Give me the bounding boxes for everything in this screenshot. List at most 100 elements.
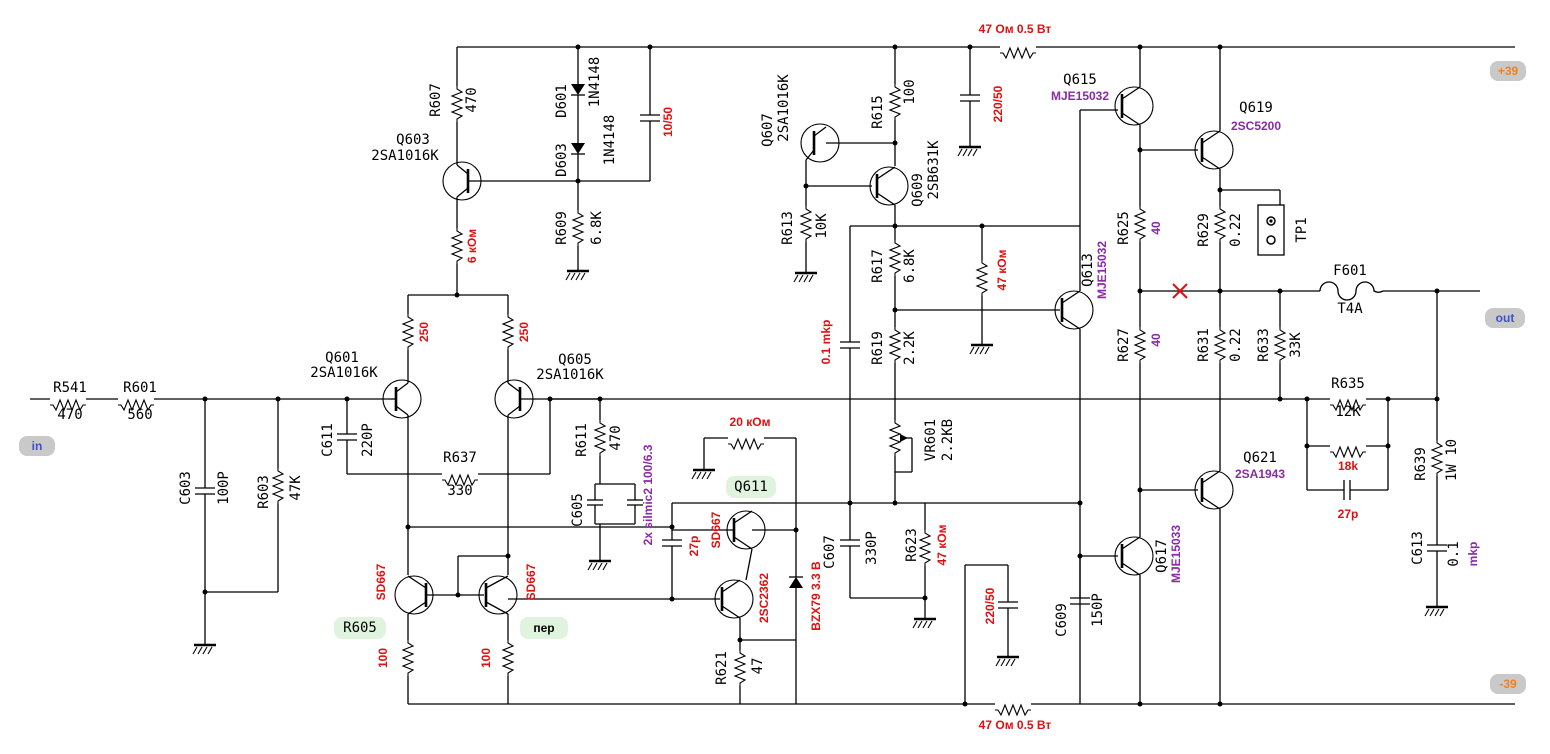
q619-ref: Q619 xyxy=(1239,100,1273,116)
r611-val: 470 xyxy=(608,425,624,450)
r605-tag: R605 xyxy=(334,617,386,639)
c607-ref: C607 xyxy=(822,535,838,569)
r100-b-label: 100 xyxy=(479,648,493,668)
sd667-b-label: SD667 xyxy=(524,563,538,600)
q605-part: 2SA1016K xyxy=(536,367,604,383)
r250-b-label: 250 xyxy=(517,322,531,342)
silmic-label: 2x silmic2 100/6.3 xyxy=(641,444,655,545)
c611-val: 220P xyxy=(360,423,376,457)
r601-val: 560 xyxy=(127,407,152,423)
bias-stage xyxy=(792,44,1080,707)
f601-ref: F601 xyxy=(1333,263,1367,279)
q613-part: MJE15032 xyxy=(1095,241,1109,299)
r609-val: 6.8K xyxy=(589,211,605,245)
c27p-b-label: 27p xyxy=(1338,507,1359,521)
r635-ref: R635 xyxy=(1331,376,1365,392)
d603-ref: D603 xyxy=(554,143,570,177)
input-network xyxy=(30,396,390,656)
r613-val: 10K xyxy=(814,213,830,239)
q607-ref: Q607 xyxy=(760,113,776,147)
r631-ref: R631 xyxy=(1196,328,1212,362)
positive-rail xyxy=(457,46,1515,59)
c220-50-top-label: 220/50 xyxy=(991,85,1005,122)
r601-ref: R601 xyxy=(123,380,157,396)
bottom-rail-resistor-label: 47 Ом 0.5 Вт xyxy=(979,718,1052,732)
r631-val: 0.22 xyxy=(1228,328,1244,362)
c607-val: 330P xyxy=(864,531,880,565)
r47k-b-label: 47 кОм xyxy=(935,524,949,565)
r603-val: 47K xyxy=(288,475,304,501)
r619-val: 2.2K xyxy=(902,331,918,365)
r639-val: 1W 10 xyxy=(1444,439,1460,481)
q617-part: MJE15033 xyxy=(1169,525,1183,583)
d603-part: 1N4148 xyxy=(602,115,618,166)
r615-ref: R615 xyxy=(870,95,886,129)
r625-ref: R625 xyxy=(1116,211,1132,245)
r629-val: 0.22 xyxy=(1228,213,1244,247)
c603-ref: C603 xyxy=(178,471,194,505)
c613-val: 0.1 xyxy=(1446,541,1462,566)
six-kohm-label: 6 кОм xyxy=(465,229,479,263)
q615-ref: Q615 xyxy=(1063,72,1097,88)
r621-val: 47 xyxy=(750,658,766,675)
positive-rail-tag: +39 xyxy=(1490,61,1526,81)
q609-ref: Q609 xyxy=(910,173,926,207)
r617-val: 6.8K xyxy=(902,249,918,283)
r100-a-label: 100 xyxy=(376,648,390,668)
q613-ref: Q613 xyxy=(1080,253,1096,287)
r47k-a-label: 47 кОм xyxy=(995,249,1009,290)
q603-part: 2SA1016K xyxy=(371,148,439,164)
vr601-val: 2.2KB xyxy=(940,419,956,461)
per-tag: пер xyxy=(520,617,568,639)
q605-ref: Q605 xyxy=(558,352,592,368)
c605-ref: C605 xyxy=(570,493,586,527)
q603-ref: Q603 xyxy=(396,132,430,148)
q603-source xyxy=(442,44,660,295)
q619-part: 2SC5200 xyxy=(1231,119,1281,133)
r633-val: 33K xyxy=(1288,332,1304,358)
q621-ref: Q621 xyxy=(1243,450,1277,466)
vas-stage xyxy=(586,396,1080,704)
r607-ref: R607 xyxy=(428,83,444,117)
q617-ref: Q617 xyxy=(1154,539,1170,573)
tp1-label: TP1 xyxy=(1294,217,1310,242)
r637-ref: R637 xyxy=(443,450,477,466)
vr601-ref: VR601 xyxy=(923,419,939,461)
c10-50-label: 10/50 xyxy=(661,107,675,137)
q621-part: 2SA1943 xyxy=(1235,467,1285,481)
r621-ref: R621 xyxy=(714,651,730,685)
r619-ref: R619 xyxy=(870,331,886,365)
q601-ref: Q601 xyxy=(325,350,359,366)
mkp-c613-label: mkp xyxy=(1466,542,1480,567)
r609-ref: R609 xyxy=(554,211,570,245)
r633-ref: R633 xyxy=(1256,328,1272,362)
r541-val: 470 xyxy=(57,407,82,423)
q609-part: 2SB631K xyxy=(926,140,942,200)
r635-val: 12K xyxy=(1335,404,1361,420)
sd667-c-label: SD667 xyxy=(709,511,723,548)
top-rail-resistor-label: 47 Ом 0.5 Вт xyxy=(979,22,1052,36)
r617-ref: R617 xyxy=(870,249,886,283)
c603-val: 100P xyxy=(216,471,232,505)
q615-part: MJE15032 xyxy=(1051,89,1109,103)
negative-rail-tag: -39 xyxy=(1490,674,1526,694)
r613-ref: R613 xyxy=(780,211,796,245)
r250-a-label: 250 xyxy=(417,322,431,342)
r607-val: 470 xyxy=(464,87,480,112)
r629-ref: R629 xyxy=(1196,213,1212,247)
r627-ref: R627 xyxy=(1116,328,1132,362)
r611-ref: R611 xyxy=(574,423,590,457)
r627-val: 40 xyxy=(1149,333,1163,347)
r637-val: 330 xyxy=(447,483,472,499)
r623-ref: R623 xyxy=(904,528,920,562)
input-tag: in xyxy=(19,436,55,456)
q611-tag: Q611 xyxy=(726,476,776,498)
output-stage xyxy=(550,44,1480,707)
r18k-label: 18k xyxy=(1338,459,1358,473)
d601-ref: D601 xyxy=(554,84,570,118)
r541-ref: R541 xyxy=(53,380,87,396)
twenty-kohm-label: 20 кОм xyxy=(730,415,771,429)
c27p-a-label: 27p xyxy=(687,536,701,557)
c611-ref: C611 xyxy=(320,423,336,457)
